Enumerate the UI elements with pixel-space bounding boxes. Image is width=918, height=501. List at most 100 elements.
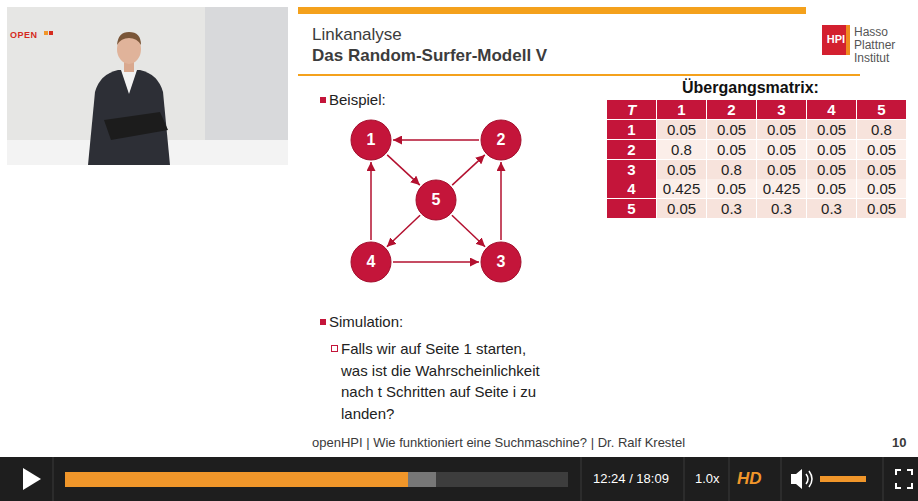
table-cell: 0.05 [757, 160, 806, 179]
hpi-logo-edge [846, 25, 850, 55]
table-header-cell: 4 [607, 179, 656, 198]
slide-title: Das Random-Surfer-Modell V [312, 46, 547, 66]
table-cell: 0.05 [757, 120, 806, 139]
laptop [104, 112, 168, 140]
table-header-cell: 3 [607, 160, 656, 179]
table-cell: 0.3 [757, 199, 806, 218]
node-number: 4 [367, 254, 376, 270]
link-arrow [452, 215, 485, 247]
page-node: 2 [480, 119, 522, 161]
table-cell: 0.05 [757, 140, 806, 159]
table-cell: 0.05 [807, 179, 856, 198]
logo-text: Hasso Plattner Institut [854, 26, 906, 65]
table-header-cell: T [607, 100, 656, 119]
node-number: 2 [497, 132, 506, 148]
table-cell: 0.05 [807, 120, 856, 139]
node-circle [416, 180, 456, 220]
table-header-cell: 4 [807, 100, 856, 119]
bullet-text: Simulation: [329, 313, 403, 331]
node-circle [481, 242, 521, 282]
node-circle [481, 120, 521, 160]
table-cell: 0.05 [707, 120, 756, 139]
speed-control: 1.0x [695, 471, 720, 487]
separator [581, 457, 582, 501]
table-header-cell: 5 [607, 199, 656, 218]
slide-title-rule [298, 74, 860, 76]
page-number: 10 [892, 435, 906, 451]
fullscreen-icon [896, 470, 912, 488]
node-number: 3 [497, 254, 506, 270]
logo-mark [49, 31, 53, 35]
play-icon [23, 468, 41, 490]
table-cell: 0.05 [857, 160, 906, 179]
link-arrow [387, 215, 420, 247]
page-node: 3 [480, 241, 522, 283]
page-node: 4 [350, 241, 392, 283]
table-header-cell: 2 [607, 140, 656, 159]
table-cell: 0.05 [857, 199, 906, 218]
node-circle [351, 120, 391, 160]
time-display: 12:24 / 18:09 [593, 471, 669, 487]
bullet [320, 97, 326, 103]
question-text: Falls wir auf Seite 1 starten, was ist d… [341, 338, 549, 425]
table-cell: 0.05 [807, 160, 856, 179]
page-node: 5 [415, 179, 457, 221]
table-cell: 0.05 [857, 140, 906, 159]
progress-played [65, 472, 408, 487]
table-header-cell: 3 [757, 100, 806, 119]
separator [684, 457, 685, 501]
table-cell: 0.05 [657, 199, 706, 218]
node-circle [351, 242, 391, 282]
link-arrow [500, 162, 502, 240]
table-cell: 0.8 [707, 160, 756, 179]
logo-mark [44, 31, 48, 35]
presenter-suit [88, 70, 170, 165]
table-header-cell: 1 [607, 120, 656, 139]
link-arrow [387, 155, 420, 185]
separator [781, 457, 782, 501]
table-cell: 0.3 [707, 199, 756, 218]
page-node: 1 [350, 119, 392, 161]
table-cell: 0.8 [857, 120, 906, 139]
table-header-cell: 5 [857, 100, 906, 119]
table-cell: 0.05 [707, 140, 756, 159]
table-cell: 0.05 [657, 160, 706, 179]
progress-buffer [408, 472, 436, 487]
separator [53, 457, 54, 501]
table-heading: Übergangsmatrix: [682, 78, 819, 97]
slide-top-bar [298, 7, 806, 14]
quality-toggle: HD [737, 469, 762, 489]
volume-waves [806, 471, 812, 487]
progress-track [65, 472, 568, 487]
table-cell: 0.425 [657, 179, 706, 198]
logo-text: HPI [822, 33, 850, 46]
player-bar [0, 457, 918, 501]
link-arrow [393, 139, 479, 141]
node-number: 1 [367, 132, 376, 148]
table-cell: 0.8 [657, 140, 706, 159]
table-cell: 0.3 [807, 199, 856, 218]
separator [729, 457, 730, 501]
link-arrow [393, 261, 479, 263]
link-arrow [370, 162, 372, 240]
logo-text: OPEN [10, 30, 38, 41]
table-cell: 0.05 [857, 179, 906, 198]
bullet-text: Beispiel: [329, 91, 386, 109]
volume-bar [820, 476, 866, 482]
volume-icon [791, 469, 802, 489]
node-number: 5 [432, 192, 441, 208]
link-arrow [452, 155, 485, 185]
sub-bullet [332, 346, 338, 352]
table-cell: 0.05 [657, 120, 706, 139]
separator [883, 457, 884, 501]
table-header-cell: 1 [657, 100, 706, 119]
table-cell: 0.05 [707, 179, 756, 198]
section-name: Linkanalyse [312, 25, 402, 45]
table-cell: 0.05 [807, 140, 856, 159]
presenter-shirt [121, 70, 137, 94]
footer-text: openHPI | Wie funktioniert eine Suchmasc… [312, 435, 685, 451]
hpi-logo [822, 25, 850, 55]
